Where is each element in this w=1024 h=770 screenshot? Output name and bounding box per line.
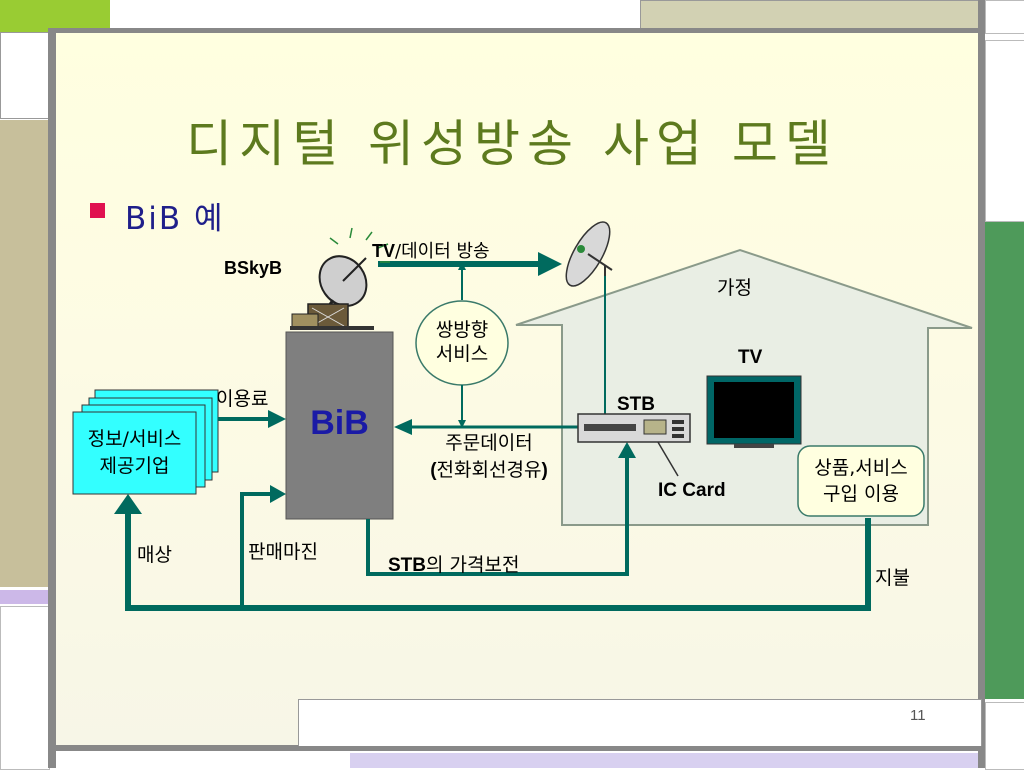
satellite-dish-uplink-icon [290,227,390,330]
frame-right-green [985,222,1024,699]
order-data-line1: 주문데이터 [445,432,533,454]
order-data-line2: (전화회선경유) [404,457,574,484]
tv-set-icon [706,375,802,448]
sales-margin-arrowhead [270,485,286,503]
purchase-label: 상품,서비스 구입 이용 [798,455,924,507]
order-data-paren-close: ) [541,460,548,481]
payment-label: 지불 [875,567,910,589]
frame-box-top-left [0,32,50,119]
frame-right-bottom-box [985,702,1024,770]
tv-broadcast-label-bold: TV [372,241,396,261]
satellite-dish-home-icon [565,221,613,287]
frame-bottom-lavender [350,753,985,768]
sales-label: 매상 [137,544,172,566]
order-data-label: 주문데이터 (전화회선경유) [404,430,574,484]
order-data-arrowhead [394,419,412,435]
frame-box-bottom-left [0,606,50,770]
sales-margin-label: 판매마진 [248,541,318,563]
two-way-service-line1: 쌍방향 [435,319,489,341]
order-data-line2-text: 전화회선경유 [436,459,542,481]
frame-right-box [985,40,1024,222]
home-label: 가정 [717,277,752,299]
info-provider-line1: 정보/서비스 [87,428,182,450]
frame-bottom-box [298,699,982,746]
frame-gray-line-vertical-left [48,32,56,768]
frame-lavender-strip [0,590,48,604]
frame-gray-line-vertical-right [978,0,985,768]
bskyb-label: BSkyB [224,258,283,278]
stb-subsidy-arrow [366,456,629,576]
stb-label: STB [617,394,655,415]
usage-fee-label: 이용료 [216,388,269,410]
stb-subsidy-arrowhead [618,442,636,458]
payment-loop-arrowhead [114,494,142,514]
usage-fee-arrowhead [268,410,286,428]
sales-margin-arrow [240,492,272,606]
tv-broadcast-arrowhead [538,252,562,276]
frame-tan-block [0,120,48,587]
purchase-bubble [797,445,925,517]
info-provider-label: 정보/서비스 제공기업 [73,426,196,480]
frame-top-right-box [985,0,1024,34]
tv-broadcast-label: TV/데이터 방송 [372,237,490,263]
two-way-service-label: 쌍방향 서비스 [422,318,502,366]
stb-subsidy-label: STB의 가격보전 [388,550,519,577]
payment-loop-arrow [125,512,871,611]
frame-gray-line-bottom [48,745,985,751]
stb-subsidy-rest: 의 가격보전 [426,554,520,576]
purchase-line2: 구입 이용 [823,483,899,505]
tv-label: TV [738,347,763,368]
provider-box-front [72,411,197,495]
frame-green-block-top-left [0,0,110,32]
purchase-line1: 상품,서비스 [814,457,908,479]
info-provider-line2: 제공기업 [99,455,170,477]
slide-title: 디지털 위성방송 사업 모델 [186,115,838,173]
two-way-service-line2: 서비스 [435,343,489,365]
tv-broadcast-label-rest: /데이터 방송 [395,241,490,262]
bib-label: BiB [310,404,369,442]
order-data-paren-open: ( [430,460,437,481]
slide-subtitle: BiB 예 [125,201,225,237]
ic-card-label: IC Card [658,480,726,501]
stb-subsidy-bold: STB [388,555,426,576]
page-number: 11 [910,707,926,724]
bib-box [285,331,394,520]
frame-gray-line-top [48,28,984,33]
set-top-box-icon [577,413,691,443]
bullet-square-icon [90,203,105,218]
